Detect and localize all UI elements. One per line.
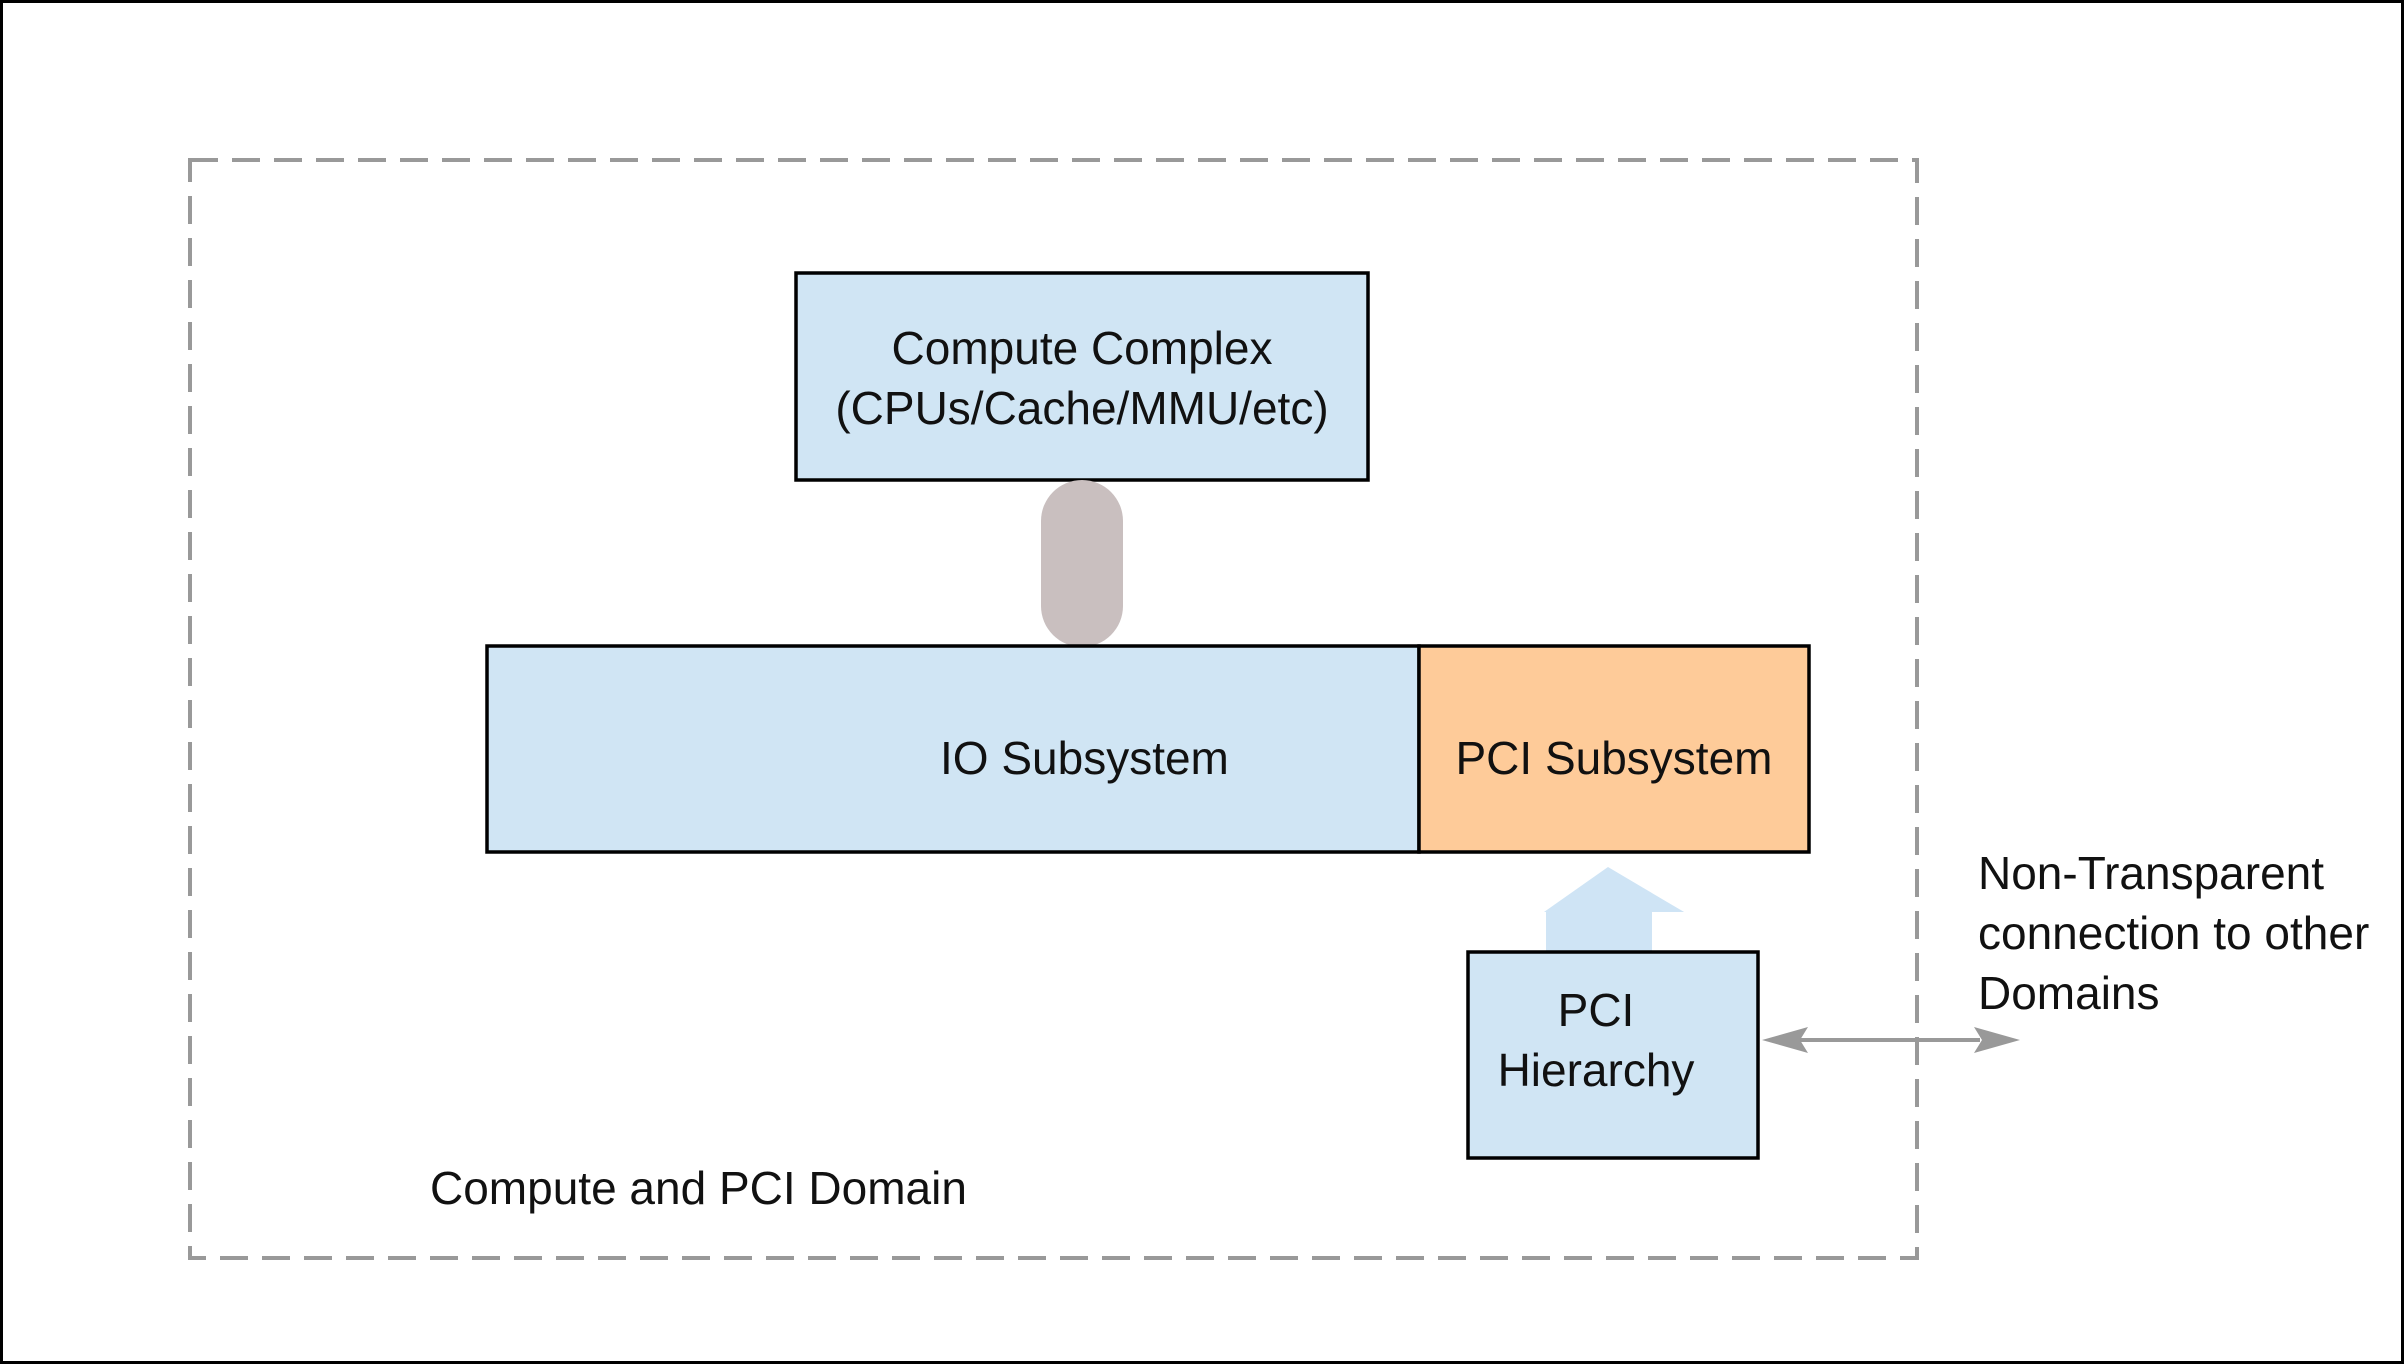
domain-label: Compute and PCI Domain [430, 1162, 967, 1214]
pci-hierarchy-box [1466, 950, 1760, 1160]
arrow-left-head-icon [1762, 1027, 1808, 1053]
compute-complex-line2: (CPUs/Cache/MMU/etc) [835, 382, 1329, 434]
pci-hierarchy-line1: PCI [1557, 984, 1635, 1036]
non-transparent-line3: Domains [1978, 967, 2160, 1019]
non-transparent-line2: connection to other [1978, 907, 2370, 959]
pci-hierarchy-line2: Hierarchy [1497, 1044, 1695, 1096]
up-arrow-head [1544, 867, 1684, 912]
non-transparent-line1: Non-Transparent [1978, 847, 2325, 899]
non-transparent-label: Non-Transparent connection to other Doma… [1978, 843, 2369, 1023]
pci-subsystem-box [1417, 644, 1811, 854]
connector-pill [1041, 480, 1123, 647]
pci-subsystem-label: PCI Subsystem [1455, 732, 1773, 784]
pci-hierarchy-label: PCI Hierarchy [1468, 980, 1724, 1100]
compute-complex-line1: Compute Complex [891, 322, 1273, 374]
compute-complex-box [794, 271, 1370, 482]
arrow-right-head-icon [1974, 1027, 2020, 1053]
compute-complex-label: Compute Complex (CPUs/Cache/MMU/etc) [796, 318, 1368, 438]
io-subsystem-label: IO Subsystem [940, 732, 1229, 784]
domain-boundary [188, 158, 1919, 1260]
